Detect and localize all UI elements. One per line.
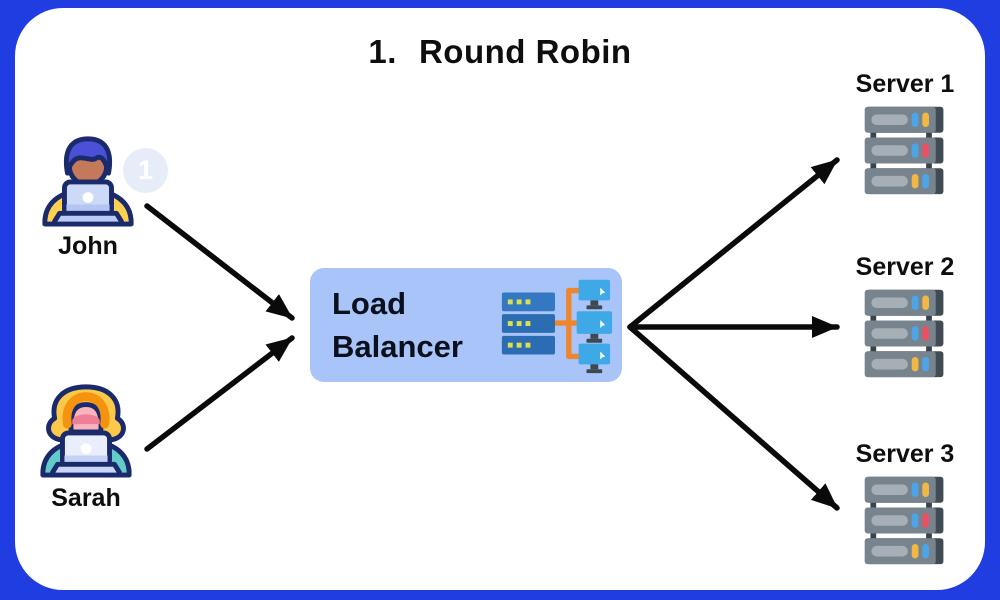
title-number: 1. xyxy=(368,33,397,70)
server-1: Server 1 xyxy=(848,70,962,199)
arrow-sarah-to-lb xyxy=(144,335,295,452)
server-label: Server 1 xyxy=(855,70,955,98)
user-female-laptop-icon xyxy=(34,380,138,480)
user-male-laptop-icon xyxy=(36,130,140,228)
server-rack-icon xyxy=(848,471,962,569)
load-balancer-icon xyxy=(496,275,614,375)
request-number-badge: 1 xyxy=(123,148,168,193)
arrow-lb-to-server3 xyxy=(627,324,840,511)
load-balancer-label: Load Balancer xyxy=(332,286,463,364)
arrow-lb-to-server1 xyxy=(627,157,840,330)
server-label: Server 3 xyxy=(855,440,955,468)
server-3: Server 3 xyxy=(848,440,962,569)
user-john: John xyxy=(36,130,140,261)
user-name-label: John xyxy=(58,232,118,260)
arrow-john-to-lb xyxy=(144,203,295,321)
user-sarah: Sarah xyxy=(34,380,138,513)
load-balancer-box: Load Balancer xyxy=(310,268,622,382)
server-2: Server 2 xyxy=(848,253,962,382)
server-rack-icon xyxy=(848,284,962,382)
server-label: Server 2 xyxy=(855,253,955,281)
user-name-label: Sarah xyxy=(51,484,121,512)
page-title: 1. Round Robin xyxy=(0,33,1000,71)
title-text: Round Robin xyxy=(418,33,632,70)
server-rack-icon xyxy=(848,101,962,199)
